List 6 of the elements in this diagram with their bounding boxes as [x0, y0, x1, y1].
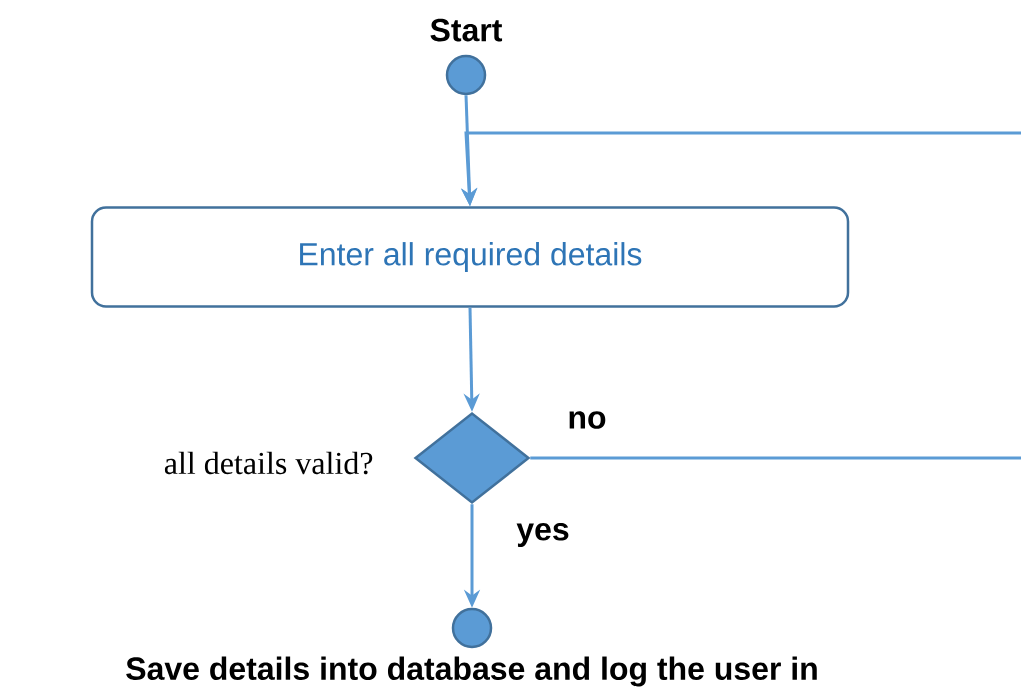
edge-label: no — [565, 409, 609, 431]
activity-box: Enter all required details — [90, 206, 850, 308]
node-heading: Save details into database and log the user in — [126, 656, 817, 687]
decision-question: all details valid? — [164, 451, 373, 475]
edge-label: yes — [514, 521, 572, 549]
node-heading: Start — [430, 18, 503, 42]
